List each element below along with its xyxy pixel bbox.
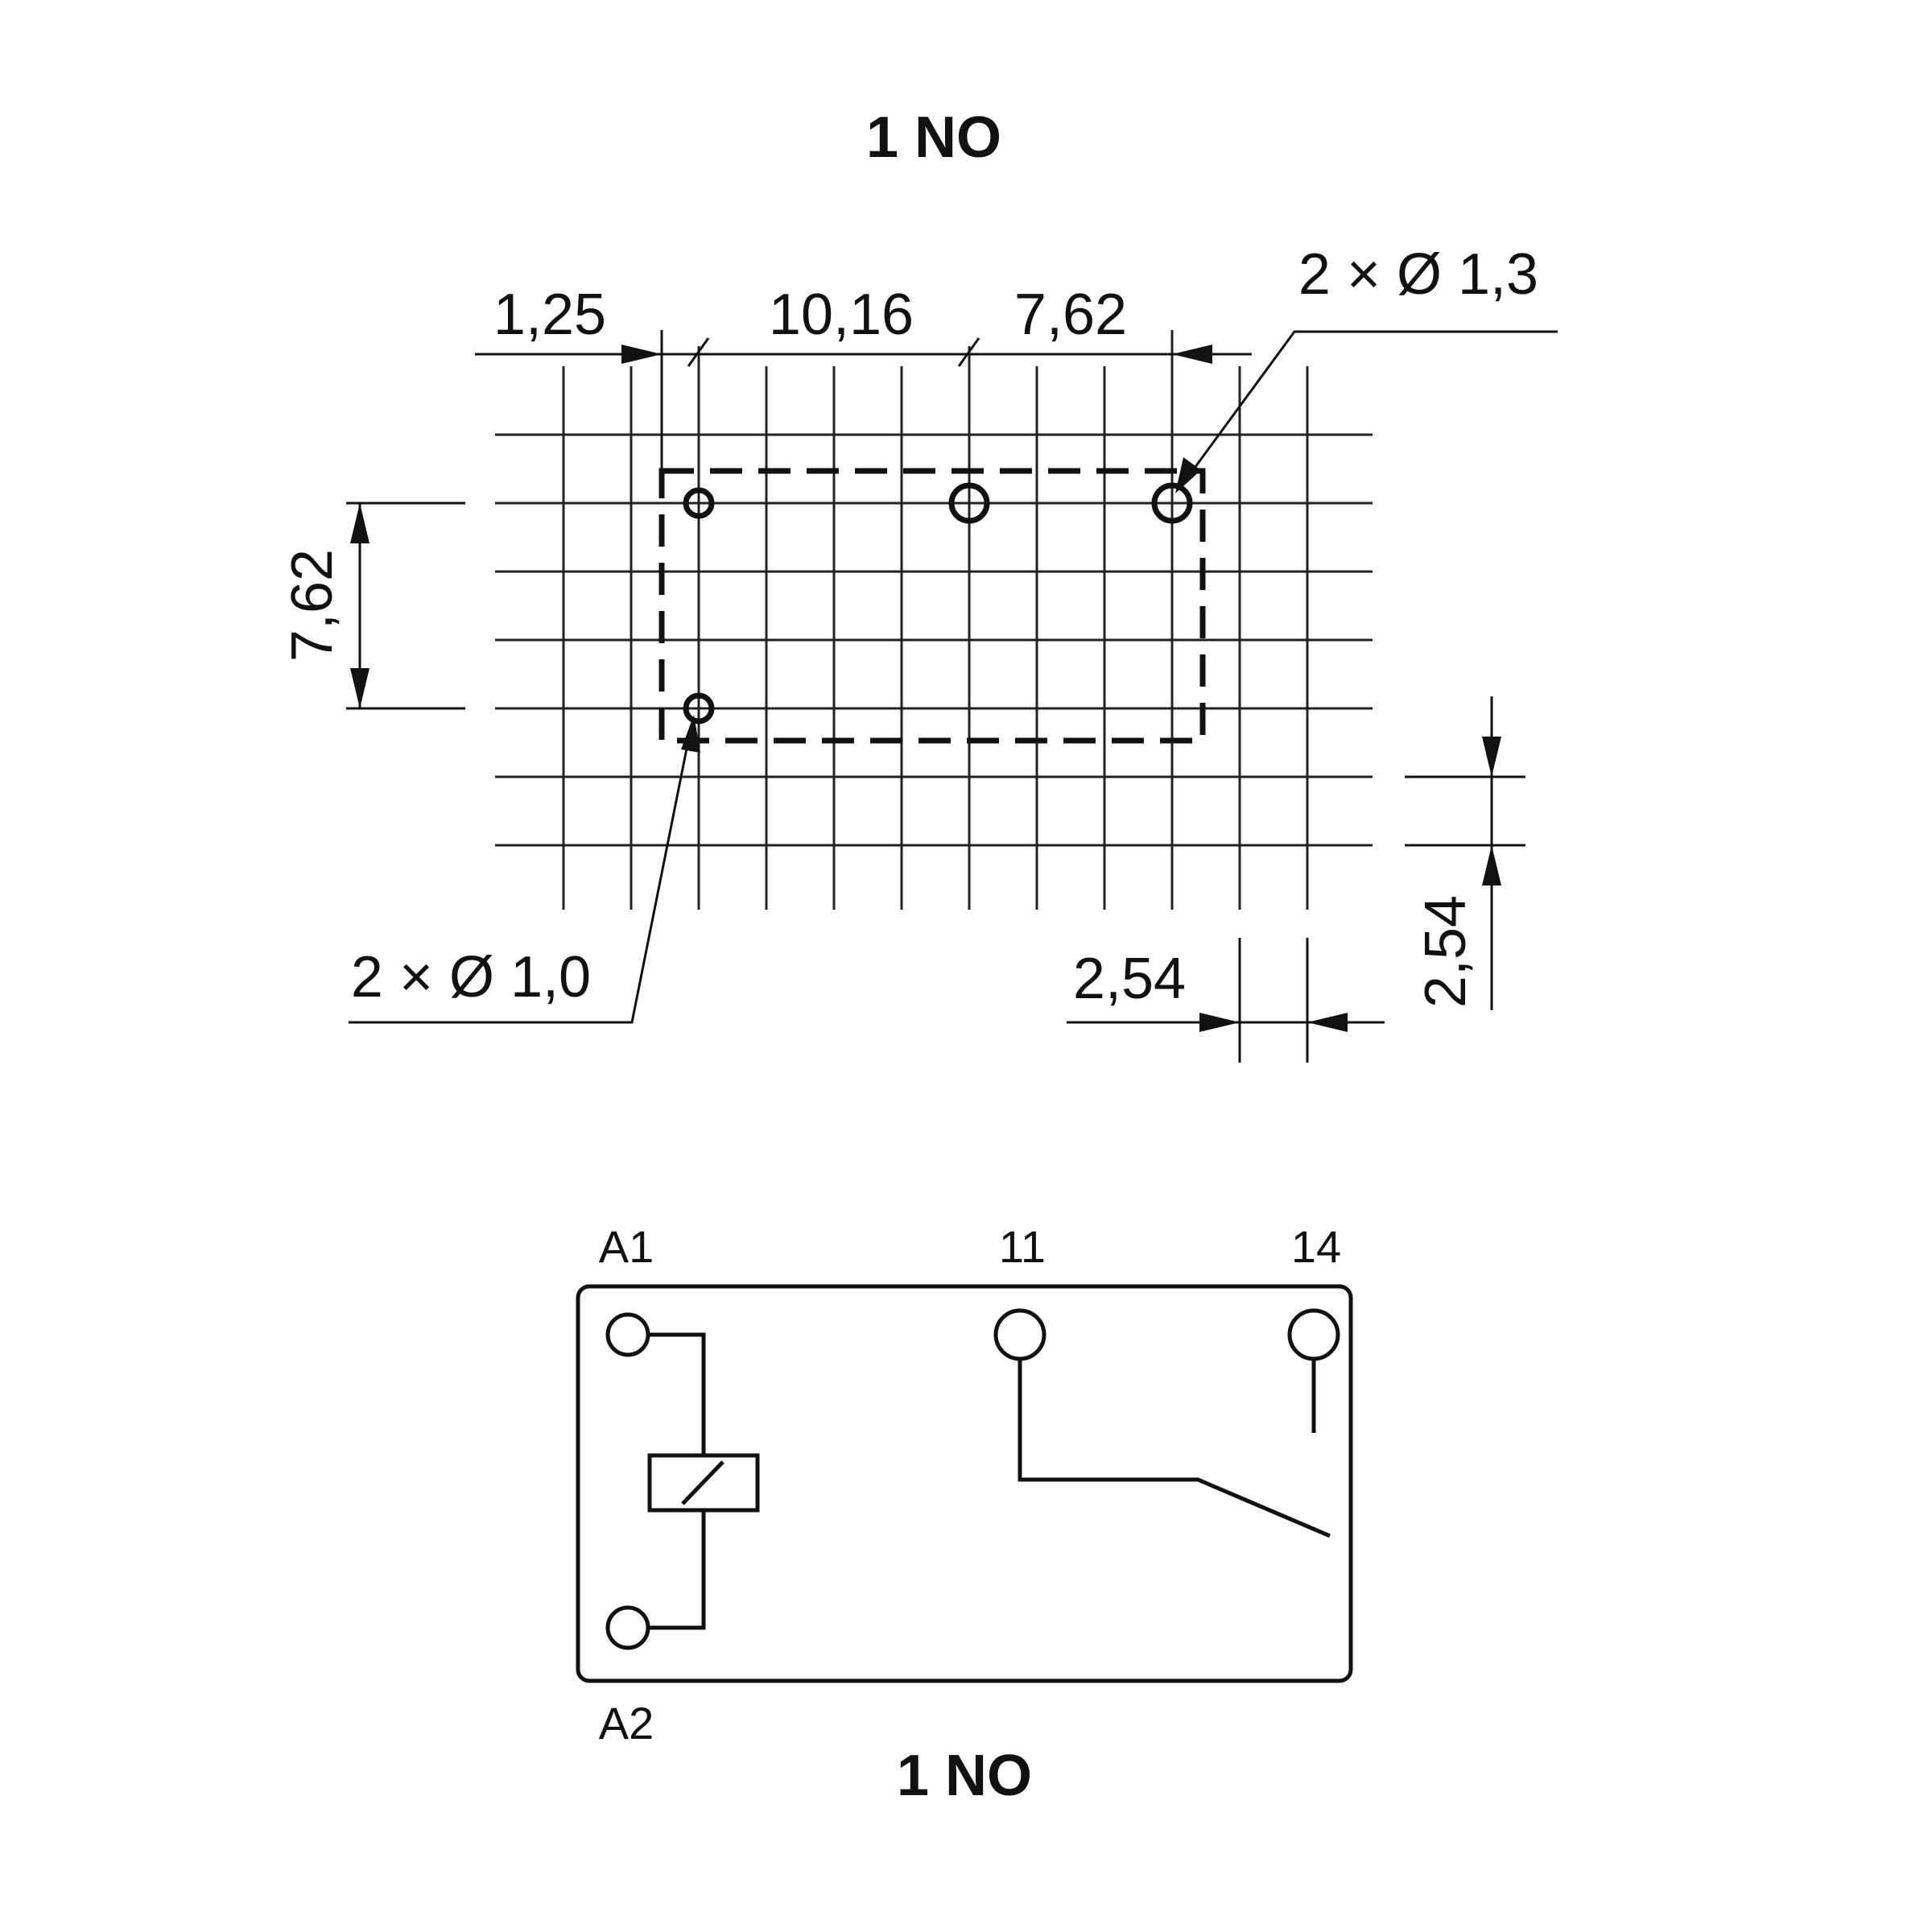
- dim-10-16: 10,16: [769, 283, 914, 347]
- dim-2-54-vertical: 2,54: [1414, 895, 1478, 1008]
- arrow-up-icon-2: [1482, 845, 1501, 886]
- arrow-down-icon: [350, 668, 369, 708]
- dim-7-62-vertical: 7,62: [280, 549, 345, 662]
- dim-1-25: 1,25: [493, 283, 606, 347]
- terminal-11-icon: [993, 1308, 1046, 1361]
- hole-a2: [683, 692, 715, 724]
- hole-large-label: 2 × Ø 1,3: [1298, 242, 1538, 307]
- arrow-left-icon: [1172, 345, 1212, 364]
- arrow-left-icon-2: [1307, 1013, 1348, 1032]
- footprint-title: 1 NO: [866, 105, 1001, 170]
- terminal-a1-icon: [605, 1312, 650, 1357]
- arrow-up-icon: [350, 503, 369, 543]
- arrow-down-icon-2: [1482, 737, 1501, 777]
- relay-outline: [658, 468, 1206, 744]
- pcb-grid: [495, 330, 1373, 910]
- terminal-14-icon: [1287, 1308, 1340, 1361]
- arrow-right-icon: [621, 345, 662, 364]
- arrow-right-icon-2: [1199, 1013, 1240, 1032]
- hole-a1: [683, 487, 715, 519]
- leader-arrow-icon-2: [681, 715, 700, 753]
- dim-7-62-horizontal: 7,62: [1014, 283, 1127, 347]
- pin-label-11: 11: [999, 1221, 1046, 1272]
- terminal-a2-icon: [605, 1605, 650, 1650]
- pin-label-a2: A2: [599, 1698, 654, 1748]
- dim-2-54-horizontal: 2,54: [1073, 947, 1186, 1011]
- hole-11: [948, 482, 990, 524]
- pin-label-a1: A1: [599, 1221, 654, 1272]
- leader-arrow-icon: [1175, 457, 1201, 493]
- schematic-outline: [576, 1284, 1353, 1683]
- pin-label-14: 14: [1291, 1221, 1341, 1272]
- relay-coil-icon: [647, 1453, 760, 1513]
- hole-14: [1151, 482, 1193, 524]
- switch-contact-icon: [1018, 1359, 1331, 1538]
- schematic-title: 1 NO: [897, 1744, 1032, 1808]
- hole-small-label: 2 × Ø 1,0: [351, 945, 591, 1009]
